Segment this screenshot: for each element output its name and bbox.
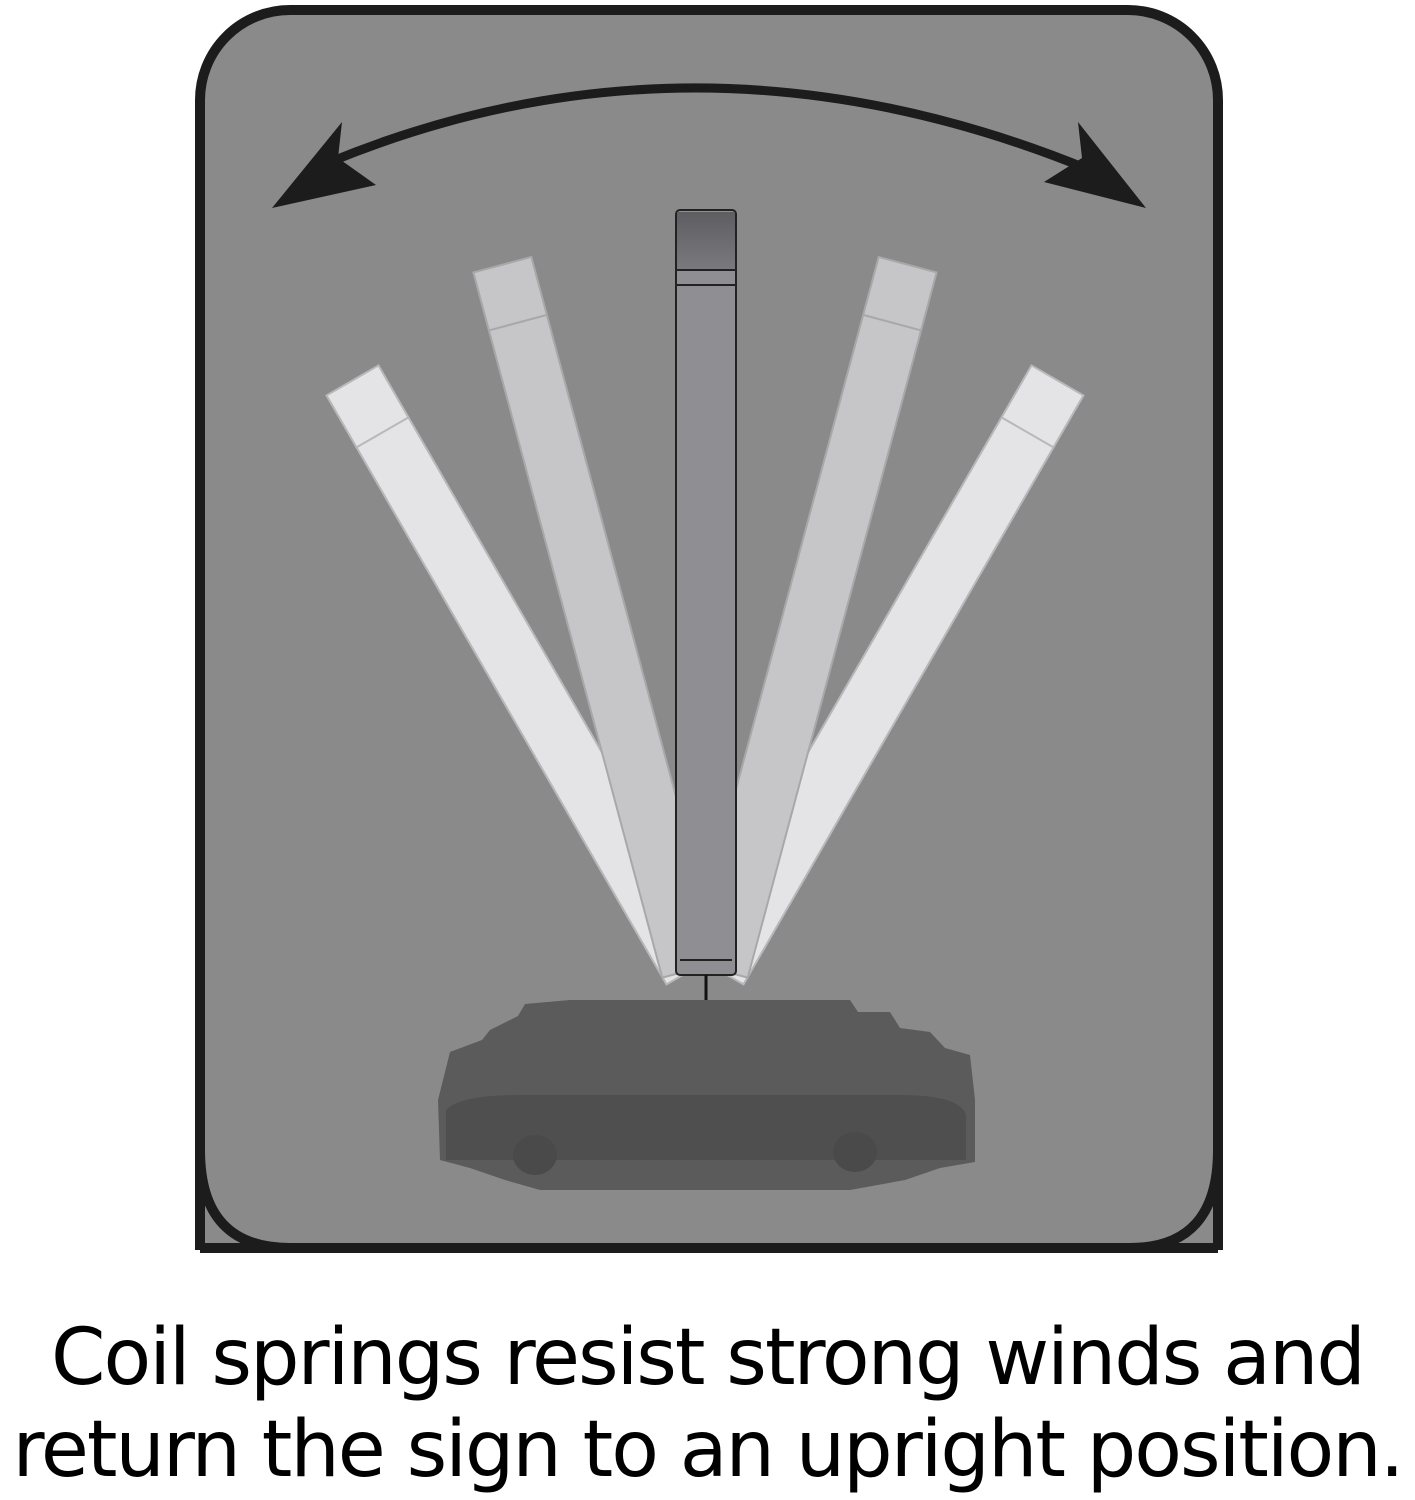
caption: Coil springs resist strong winds and ret… bbox=[0, 1312, 1415, 1496]
caption-line-2: return the sign to an upright position. bbox=[12, 1405, 1404, 1495]
double-headed-curved-arrow-icon bbox=[272, 83, 1146, 208]
weighted-base-icon bbox=[438, 1000, 975, 1190]
sign-upright-icon bbox=[675, 209, 737, 1000]
caption-line-1: Coil springs resist strong winds and bbox=[51, 1313, 1366, 1403]
spring-sign-illustration bbox=[195, 5, 1223, 1300]
